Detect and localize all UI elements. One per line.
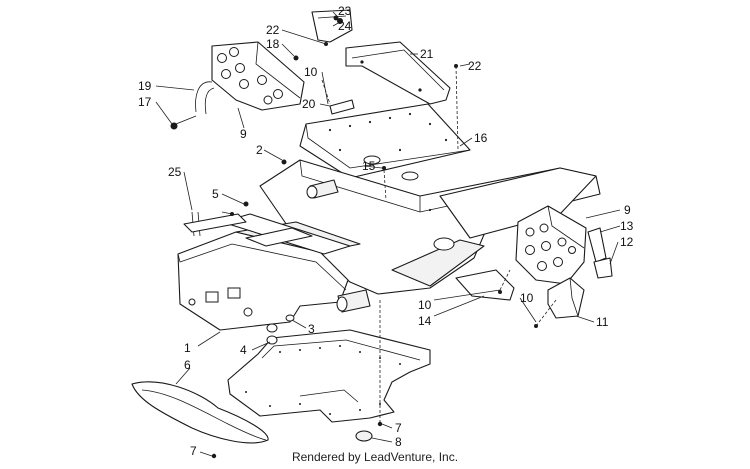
bracket-part bbox=[311, 9, 353, 43]
callout-20: 20 bbox=[302, 97, 316, 111]
tunnel-top-panel bbox=[299, 103, 471, 181]
callout-6: 6 bbox=[184, 358, 191, 372]
rear-tunnel bbox=[439, 167, 597, 239]
rear-bracket bbox=[547, 277, 585, 319]
callout-11: 11 bbox=[596, 315, 609, 329]
hand-loop-part bbox=[170, 81, 215, 130]
callout-14: 14 bbox=[418, 314, 432, 328]
floor-pan bbox=[227, 329, 431, 423]
callout-15: 15 bbox=[362, 159, 376, 173]
callout-9b: 9 bbox=[624, 203, 631, 217]
callout-19: 19 bbox=[138, 79, 152, 93]
render-credit: Rendered by LeadVenture, Inc. bbox=[291, 450, 459, 464]
cover-panel bbox=[345, 41, 451, 105]
callout-22a: 22 bbox=[266, 23, 280, 37]
tube-part bbox=[329, 99, 355, 115]
callout-21: 21 bbox=[420, 47, 434, 61]
callout-16: 16 bbox=[474, 131, 488, 145]
left-footrest-plate bbox=[211, 41, 305, 111]
callout-13: 13 bbox=[620, 219, 634, 233]
callout-12: 12 bbox=[620, 235, 634, 249]
callout-9a: 9 bbox=[240, 127, 247, 141]
leader-lines bbox=[155, 11, 621, 457]
callout-4: 4 bbox=[240, 343, 247, 357]
callout-7b: 7 bbox=[190, 444, 197, 458]
callout-10c: 10 bbox=[520, 291, 534, 305]
callouts: 1 2 3 4 5 6 7 7 8 9 9 10 10 10 11 12 13 … bbox=[138, 4, 634, 458]
callout-1: 1 bbox=[184, 341, 191, 355]
callout-5: 5 bbox=[212, 187, 219, 201]
callout-7a: 7 bbox=[395, 421, 402, 435]
callout-2: 2 bbox=[256, 143, 263, 157]
callout-23: 23 bbox=[338, 4, 352, 18]
callout-24: 24 bbox=[338, 19, 352, 33]
callout-25: 25 bbox=[168, 165, 182, 179]
callout-3: 3 bbox=[308, 322, 315, 336]
callout-22b: 22 bbox=[468, 59, 482, 73]
callout-17: 17 bbox=[138, 95, 152, 109]
callout-8: 8 bbox=[395, 435, 402, 449]
skid-plate bbox=[131, 381, 269, 444]
right-footrest-plate bbox=[515, 205, 587, 285]
bracket-12-13 bbox=[587, 227, 613, 279]
callout-18: 18 bbox=[266, 37, 280, 51]
callout-10a: 10 bbox=[304, 65, 318, 79]
callout-10b: 10 bbox=[418, 298, 432, 312]
